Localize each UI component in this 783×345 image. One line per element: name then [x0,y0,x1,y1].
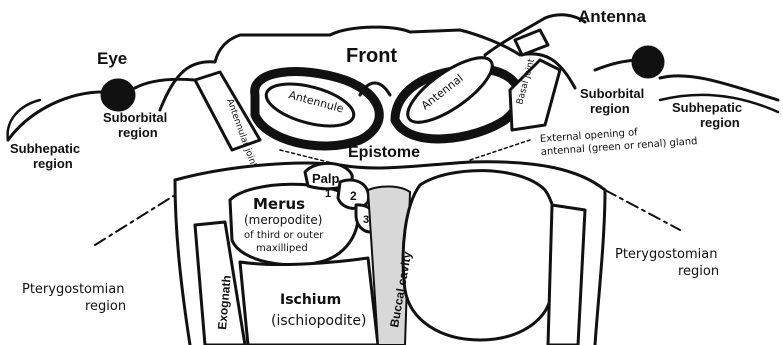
label-num-3: 3 [363,214,369,226]
left-pterygostomian-line [95,195,175,245]
right-eye [632,46,664,78]
label-subhepatic-right: Subhepatic region [672,100,746,130]
label-suborbital-right: Suborbital region [580,86,648,116]
label-suborbital-left: Suborbital region [103,110,171,140]
right-exognath [548,205,585,345]
label-eye: Eye [97,49,127,68]
label-external-opening: External opening of antennal (green or r… [540,123,698,158]
left-eye [101,79,135,111]
label-epistome: Epistome [348,144,420,161]
label-front: Front [346,45,397,67]
label-num-1: 1 [325,188,331,200]
label-subhepatic-left: Subhepatic region [10,141,84,171]
left-eyestalk [135,79,195,88]
label-antenna: Antenna [578,7,647,26]
right-pterygostomian-line [605,190,680,230]
right-maxilliped [403,171,557,340]
label-pterygostomian-left: Pterygostomian region [22,282,129,314]
label-palp: Palp [312,171,340,186]
label-num-2: 2 [350,189,357,203]
label-pterygostomian-right: Pterygostomian region [615,247,722,279]
left-antennular-joint [195,72,260,150]
opening-leader [470,140,530,160]
